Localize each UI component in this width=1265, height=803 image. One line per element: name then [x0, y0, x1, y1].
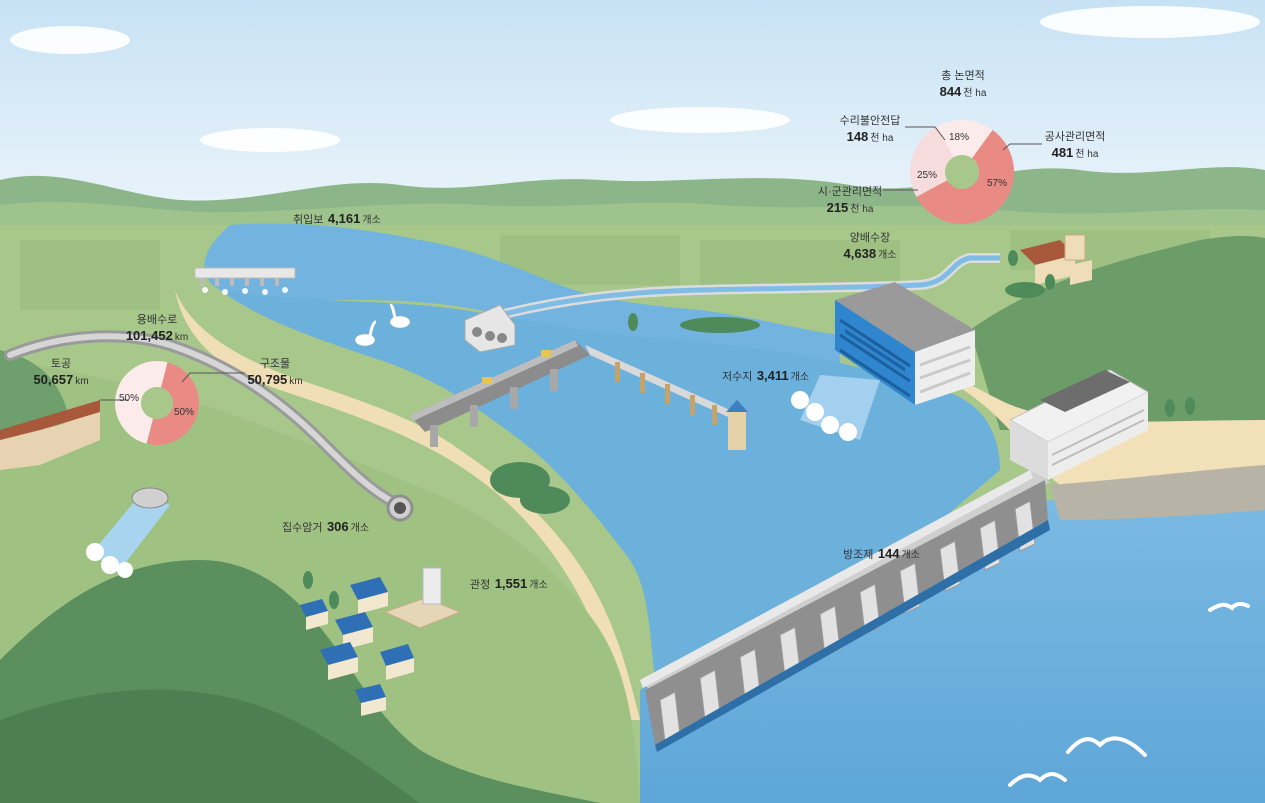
- well-count: 1,551: [494, 576, 528, 591]
- intake-name: 취입보: [293, 214, 324, 226]
- intake-count: 4,161: [327, 211, 361, 226]
- intake-weir: [194, 267, 296, 295]
- top-donut-label-2-value: 148: [846, 128, 869, 144]
- pump-station-building: [835, 282, 975, 405]
- left-houses: [0, 400, 100, 470]
- pump-unit: 개소: [878, 249, 897, 261]
- top-donut-chart: [910, 120, 1014, 224]
- reservoir-name: 저수지: [722, 371, 753, 383]
- left-donut-segment-1: [115, 361, 168, 444]
- top-donut-segment-0: [916, 129, 1014, 224]
- well-unit: 개소: [529, 580, 548, 591]
- left-donut-segment-0: [146, 362, 199, 445]
- intake-tower: [464, 304, 516, 353]
- left-donut-label-0-value: 50,795: [247, 371, 288, 387]
- seagulls: [1008, 601, 1250, 787]
- left-donut-title-text: 용배수로: [136, 314, 178, 326]
- well-name: 관정: [470, 579, 491, 591]
- intake-unit: 개소: [362, 215, 381, 226]
- tidal-barrage: [640, 470, 1050, 752]
- drainage-outlet-flow: [90, 495, 170, 570]
- top-donut-total-unit: 천 ha: [963, 87, 987, 99]
- tide-unit: 개소: [901, 550, 920, 561]
- control-building: [1008, 369, 1150, 480]
- pump-count: 4,638: [843, 245, 877, 261]
- top-donut-label-1-unit: 천 ha: [850, 203, 874, 215]
- conduit-name: 집수암거: [282, 522, 323, 534]
- top-donut-segment-2: [936, 120, 993, 159]
- reservoir-water: [220, 290, 1000, 680]
- top-donut-pct-1: 25%: [917, 170, 938, 181]
- field-patches: [20, 230, 1210, 310]
- tide-name: 방조제: [843, 549, 874, 561]
- walkway-pier: [585, 345, 748, 450]
- sea: [640, 480, 1265, 803]
- outflow-water: [800, 375, 880, 440]
- village-houses: [300, 577, 414, 716]
- top-donut-pct-2: 18%: [949, 132, 970, 143]
- left-donut-total-value: 101,452: [125, 327, 173, 343]
- pump-name: 양배수장: [849, 232, 891, 244]
- drainage-splash: [86, 543, 133, 578]
- shore-right: [840, 335, 1265, 485]
- reservoir-unit: 개소: [790, 372, 810, 383]
- top-donut-label-0-value: 481: [1051, 144, 1074, 160]
- tide-count: 144: [877, 546, 900, 561]
- conduit-count: 306: [326, 519, 349, 534]
- upper-river: [204, 223, 840, 370]
- top-donut-title-text: 총 논면적: [941, 70, 985, 82]
- left-forest-front: [0, 689, 420, 803]
- top-donut-label-2-unit: 천 ha: [870, 132, 894, 144]
- reservoir-count: 3,411: [756, 368, 789, 383]
- left-donut-total-unit: km: [174, 331, 189, 343]
- left-donut-label-1-value: 50,657: [33, 371, 74, 387]
- drainage-outlet: [131, 487, 169, 509]
- left-donut-chart: [115, 361, 199, 445]
- geese: [354, 303, 411, 347]
- left-donut-pct-0: 50%: [174, 407, 195, 418]
- left-donut-pct-1: 50%: [119, 393, 140, 404]
- conduit-unit: 개소: [350, 523, 370, 534]
- rock-embankment: [1050, 465, 1265, 520]
- right-forest-hill: [970, 235, 1265, 430]
- top-donut-segment-1: [910, 126, 954, 198]
- splash: [791, 391, 857, 441]
- clouds: [10, 6, 1260, 152]
- trees: [303, 250, 1195, 609]
- top-donut-label-2-name: 수리불안전답: [839, 115, 901, 127]
- left-donut-label-0-unit: km: [289, 375, 303, 387]
- left-donut-label-1-unit: km: [75, 375, 89, 387]
- right-village: [1020, 234, 1092, 285]
- left-donut-label-0-name: 구조물: [259, 358, 291, 370]
- top-donut-label-0-name: 공사관리면적: [1044, 131, 1106, 143]
- well-station: [383, 567, 462, 629]
- road-bridge: [410, 340, 590, 447]
- top-donut-total-value: 844: [939, 83, 962, 99]
- top-donut-pct-0: 57%: [987, 178, 1008, 189]
- top-donut-label-1-value: 215: [826, 199, 849, 215]
- leader-lines: [100, 126, 1042, 401]
- left-donut-label-1-name: 토공: [50, 358, 72, 370]
- top-donut-label-0-unit: 천 ha: [1075, 148, 1099, 160]
- top-donut-label-1-name: 시·군관리면적: [817, 186, 883, 198]
